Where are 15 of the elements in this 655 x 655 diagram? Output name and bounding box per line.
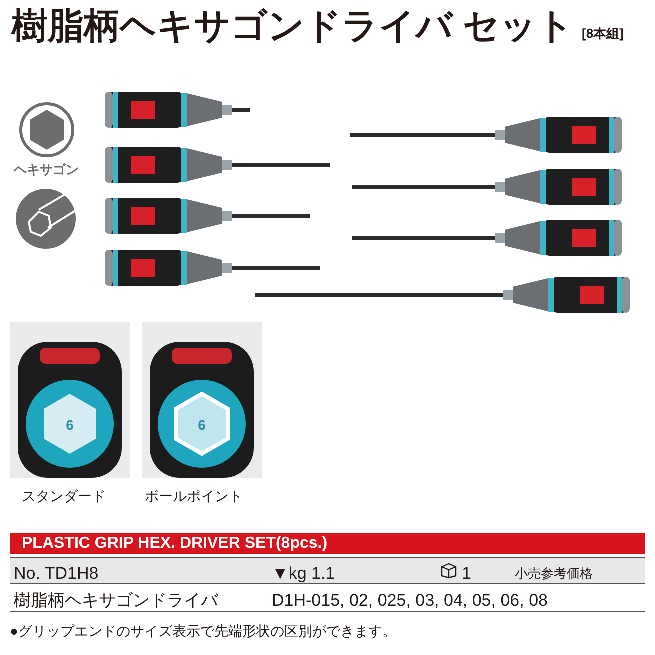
- product-name: 樹脂柄ヘキサゴンドライバ: [14, 590, 218, 612]
- weight: ▼kg 1.1: [272, 563, 336, 585]
- size-number: 6: [197, 416, 207, 435]
- section-banner: PLASTIC GRIP HEX. DRIVER SET(8pcs.): [10, 533, 645, 554]
- price-header: 小売参考価格: [515, 565, 593, 583]
- caption: スタンダード: [22, 487, 106, 506]
- set-count: [8本組]: [582, 24, 624, 43]
- icon-caption: ヘキサゴン: [14, 161, 79, 179]
- note: ●グリップエンドのサイズ表示で先端形状の区別ができます。: [10, 622, 396, 641]
- size-number: 6: [65, 416, 75, 435]
- part-numbers: D1H-015, 02, 025, 03, 04, 05, 06, 08: [272, 590, 548, 612]
- quantity: 1: [462, 563, 472, 585]
- model-number: No. TD1H8: [14, 563, 99, 585]
- caption: ボールポイント: [145, 487, 243, 506]
- title: 樹脂柄ヘキサゴンドライバ セット: [12, 8, 574, 44]
